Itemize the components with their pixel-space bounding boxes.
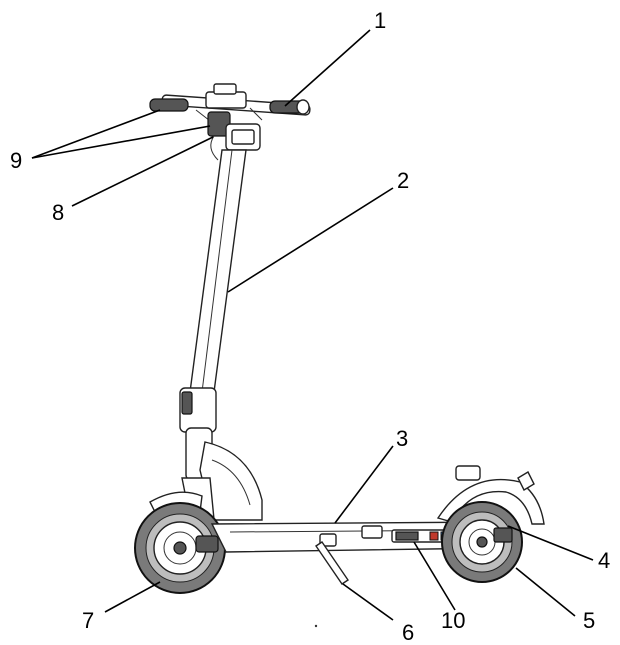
stem-head	[207, 111, 261, 161]
leader-line-3	[334, 445, 394, 524]
leader-lines	[31, 29, 594, 621]
callout-3: 3	[396, 426, 408, 451]
callout-7: 7	[82, 608, 94, 633]
callout-labels: 1 2 3 4 5 6 7 8 9 10	[10, 8, 610, 645]
leader-line-5	[515, 567, 576, 617]
leader-line-1	[284, 29, 371, 107]
rear-wheel	[441, 501, 523, 583]
leader-line-7	[104, 581, 161, 613]
scooter-illustration	[134, 83, 545, 628]
callout-1: 1	[374, 8, 386, 33]
callout-10: 10	[441, 608, 465, 633]
callout-8: 8	[52, 200, 64, 225]
handlebar	[149, 83, 311, 125]
leader-line-2	[227, 187, 394, 293]
leader-line-4	[507, 525, 594, 561]
folding-stem	[189, 149, 247, 393]
folding-mechanism	[179, 387, 263, 521]
kickstand	[315, 541, 349, 585]
leader-line-9a	[31, 109, 161, 159]
leader-line-10	[413, 541, 456, 611]
rear-fender	[436, 465, 545, 525]
callout-4: 4	[598, 548, 610, 573]
leader-line-9b	[31, 125, 211, 159]
leader-line-8	[71, 136, 214, 207]
callout-9: 9	[10, 148, 22, 173]
callout-2: 2	[397, 168, 409, 193]
callout-6: 6	[402, 620, 414, 645]
front-wheel	[134, 502, 226, 594]
callout-5: 5	[583, 608, 595, 633]
leader-line-6	[342, 583, 394, 621]
